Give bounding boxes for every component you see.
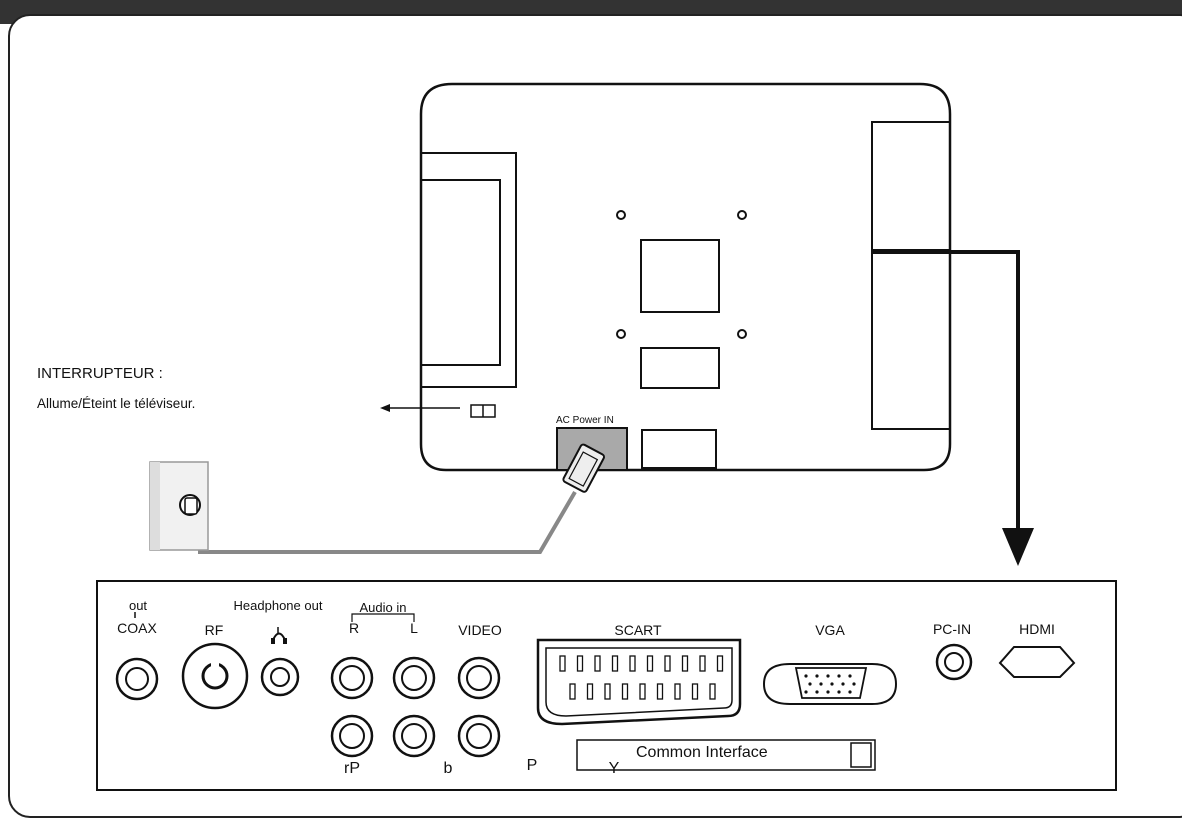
coax-jack <box>115 657 159 701</box>
headphone-label: Headphone out <box>233 598 323 613</box>
headphone-jack <box>260 657 300 697</box>
panel-arrow-line <box>872 250 1020 532</box>
tv-center-block <box>640 239 720 313</box>
scart-pin <box>709 683 716 700</box>
switch-pointer-arrowhead <box>380 404 390 412</box>
scart-pin <box>559 655 566 672</box>
tv-right-panel <box>871 121 951 430</box>
tv-plug <box>562 443 605 493</box>
pb-label: b <box>443 760 453 777</box>
connector-panel <box>96 580 1117 791</box>
audio-l-label: L <box>410 620 418 636</box>
vga-pin <box>848 674 852 678</box>
tv-center-slot <box>640 347 720 389</box>
tv-bottom-block <box>641 429 717 469</box>
scart-pin <box>699 655 706 672</box>
mount-hole <box>616 329 626 339</box>
pr-jack <box>330 714 374 758</box>
scart-pin <box>681 655 689 672</box>
y-label: Y <box>608 760 620 777</box>
headphone-icon <box>271 632 287 644</box>
audio-in-bracket <box>351 613 415 622</box>
y-jack <box>457 714 501 758</box>
vga-pin <box>830 682 834 686</box>
audio-r-label: R <box>348 620 360 636</box>
scart-pin <box>586 683 594 700</box>
vga-pin <box>815 674 819 678</box>
tv-left-panel <box>420 152 517 388</box>
scart-pin <box>576 655 584 672</box>
vga-pin <box>804 674 808 678</box>
vga-pin <box>804 690 808 694</box>
vga-pin <box>841 682 845 686</box>
scart-pin <box>691 683 699 700</box>
tv-left-panel-inner <box>420 179 501 366</box>
mount-hole <box>616 210 626 220</box>
mount-hole <box>737 210 747 220</box>
scart-connector <box>536 638 742 726</box>
tv-back-outline <box>419 82 952 472</box>
common-interface-slot <box>576 739 876 771</box>
scart-pin <box>569 683 576 700</box>
hdmi-label: HDMI <box>1019 621 1055 637</box>
scart-pin <box>664 655 671 672</box>
ac-power-label: AC Power IN <box>556 415 614 426</box>
connection-diagram <box>96 82 1117 791</box>
pcin-label: PC-IN <box>932 621 972 637</box>
switch-description: Allume/Éteint le téléviseur. <box>37 396 196 411</box>
vga-pin <box>826 674 830 678</box>
audio-r-jack <box>330 656 374 700</box>
scart-pin <box>604 683 611 700</box>
vga-pin <box>819 682 823 686</box>
common-interface-eject <box>850 742 872 768</box>
panel-arrow-head <box>1002 528 1034 566</box>
scart-pin <box>621 683 629 700</box>
diagram-frame <box>8 14 1182 818</box>
vga-pin <box>815 690 819 694</box>
vga-label: VGA <box>815 622 845 638</box>
scart-pin <box>594 655 601 672</box>
vga-pin <box>848 690 852 694</box>
power-cable <box>198 490 577 554</box>
vga-pin <box>837 690 841 694</box>
pb-jack <box>392 714 436 758</box>
scart-pin <box>656 683 664 700</box>
scart-pin <box>639 683 646 700</box>
vga-pin <box>852 682 856 686</box>
coax-label: COAX <box>117 620 157 636</box>
scart-pin <box>629 655 636 672</box>
scart-pin <box>646 655 654 672</box>
switch-title: INTERRUPTEUR : <box>37 365 163 382</box>
rf-label: RF <box>204 622 224 638</box>
pcin-jack <box>935 643 973 681</box>
vga-pin <box>837 674 841 678</box>
scart-pins <box>559 655 724 700</box>
p-label: P <box>526 757 538 774</box>
vga-pin <box>808 682 812 686</box>
audio-in-label: Audio in <box>359 600 407 615</box>
vga-connector <box>762 663 898 705</box>
rf-jack <box>181 642 249 710</box>
coax-out-label: out <box>128 598 148 613</box>
mount-hole <box>737 329 747 339</box>
wall-outlet <box>149 461 209 551</box>
audio-l-jack <box>392 656 436 700</box>
scart-pin <box>674 683 681 700</box>
hdmi-port <box>998 646 1076 678</box>
common-interface-label: Common Interface <box>636 744 768 761</box>
scart-label: SCART <box>614 622 662 638</box>
scart-pin <box>716 655 724 672</box>
vga-pin <box>826 690 830 694</box>
video-label: VIDEO <box>458 622 502 638</box>
pr-label: rP <box>344 760 360 777</box>
video-jack <box>457 656 501 700</box>
scart-pin <box>611 655 619 672</box>
